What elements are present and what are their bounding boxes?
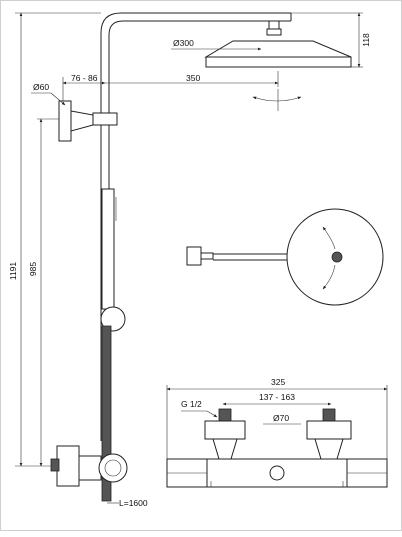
- dim-arm-length-label: 350: [186, 73, 200, 83]
- inlet-fitting: [50, 458, 60, 472]
- dim-inlet-spacing-label: 137 - 163: [259, 392, 295, 402]
- dim-head-drop: 118: [291, 12, 371, 68]
- right-connector: [314, 438, 344, 460]
- dim-showerhead-diameter-label: Ø300: [173, 38, 194, 48]
- mixer-knob-side: [98, 453, 128, 483]
- mixer-body-side: [78, 455, 102, 481]
- right-cover: [306, 420, 352, 440]
- showerhead-face: [205, 56, 352, 68]
- dim-hose-length: L=1600: [107, 498, 148, 508]
- dim-arm-offsets: 76 - 86 350: [62, 71, 279, 101]
- left-inlet-thread: [218, 408, 232, 422]
- wall-bracket-arm: [70, 110, 94, 132]
- dim-cover-diameter-label: Ø70: [273, 413, 289, 423]
- mixer-wall-plate: [56, 445, 80, 487]
- top-view-wall-plate: [186, 246, 202, 266]
- dim-bracket-diameter-label: Ø60: [33, 82, 49, 92]
- slide-holder: [92, 112, 118, 126]
- right-inlet-thread: [322, 408, 336, 422]
- hand-shower: [101, 188, 115, 310]
- hand-shower-holder: [100, 306, 126, 332]
- dim-inlet-thread-label: G 1/2: [181, 399, 202, 409]
- head-ball-joint: [266, 28, 282, 36]
- shower-column-side-view: [50, 12, 352, 502]
- dim-bracket-diameter: Ø60: [31, 82, 66, 106]
- riser-pipe-inner: [108, 20, 291, 441]
- mixer-front-view: 325 137 - 163 G 1/2 Ø70: [166, 377, 388, 488]
- left-cover: [204, 420, 246, 440]
- wall-bracket-plate: [58, 100, 72, 142]
- mixer-outlet: [269, 465, 285, 481]
- head-connector: [268, 20, 280, 30]
- dim-overall-height: 1191: [8, 12, 101, 467]
- showerhead-top-view: [186, 208, 384, 306]
- dim-overall-height-label: 1191: [8, 262, 18, 281]
- dim-showerhead-diameter: Ø300: [171, 38, 262, 51]
- left-connector: [212, 438, 238, 460]
- dim-arm-offset-label: 76 - 86: [71, 73, 98, 83]
- riser-pipe-outer: [100, 12, 291, 441]
- dim-mixer-width-label: 325: [271, 377, 285, 387]
- dim-hose-length-label: L=1600: [119, 498, 148, 508]
- top-view-joint: [331, 251, 343, 263]
- head-rotation-indicator: [252, 89, 302, 111]
- dim-rail-height-label: 985: [28, 262, 38, 276]
- dim-head-drop-label: 118: [361, 33, 371, 47]
- dim-rail-height: 985: [28, 118, 59, 467]
